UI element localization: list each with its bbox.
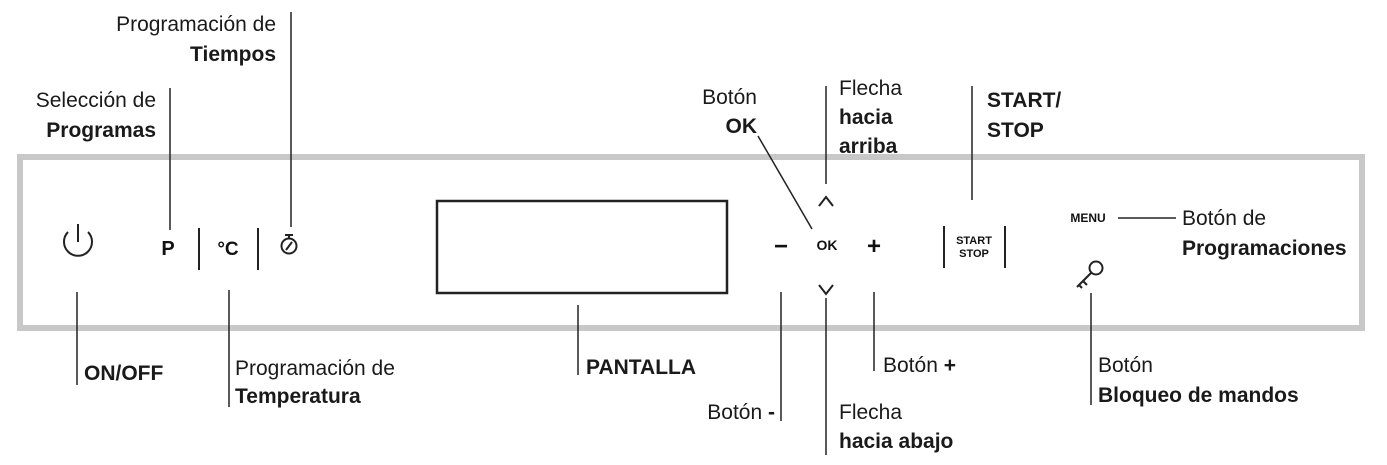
callout-tiempos-line2: Tiempos xyxy=(190,43,276,66)
callout-flecha-arriba-line3: arriba xyxy=(839,135,898,158)
plus-button[interactable]: + xyxy=(867,233,881,260)
control-panel-frame xyxy=(17,154,1365,331)
menu-button[interactable]: MENU xyxy=(1070,211,1105,225)
display-screen xyxy=(435,199,729,295)
start-stop-button[interactable]: START STOP xyxy=(943,226,1006,268)
start-stop-top-text: START xyxy=(956,235,992,247)
arrow-up-button[interactable] xyxy=(818,195,834,207)
callout-boton-menos-symbol: - xyxy=(768,401,775,424)
callout-flecha-abajo-line2: hacia abajo xyxy=(839,430,953,453)
key-icon[interactable] xyxy=(1076,260,1104,289)
power-icon[interactable] xyxy=(63,224,93,257)
callout-seleccion-line2: Programas xyxy=(46,119,156,142)
callout-seleccion-line1: Selección de xyxy=(36,89,156,112)
callout-start-stop-line1: START/ xyxy=(987,89,1061,112)
timer-icon[interactable] xyxy=(280,234,298,255)
callout-boton-mas: Botón + xyxy=(883,354,956,377)
callout-start-stop-line2: STOP xyxy=(987,119,1044,142)
callout-boton-menos: Botón - xyxy=(707,401,775,424)
leader-lines xyxy=(76,12,1176,455)
callout-boton-mas-prefix: Botón xyxy=(883,354,944,377)
callout-programaciones-line2: Programaciones xyxy=(1182,237,1347,260)
callout-flecha-arriba-line1: Flecha xyxy=(839,77,902,100)
callout-ok-line2: OK xyxy=(726,115,758,138)
callout-boton-mas-symbol: + xyxy=(944,354,956,377)
start-stop-bottom-text: STOP xyxy=(959,248,989,260)
callout-flecha-abajo-line1: Flecha xyxy=(839,401,902,424)
callout-pantalla: PANTALLA xyxy=(586,356,696,379)
minus-button[interactable]: − xyxy=(774,233,788,260)
arrow-down-button[interactable] xyxy=(818,284,834,296)
temperature-button[interactable]: °C xyxy=(217,239,239,260)
callout-tiempos-line1: Programación de xyxy=(116,13,276,36)
callout-boton-menos-prefix: Botón xyxy=(707,401,768,424)
callout-bloqueo-line2: Bloqueo de mandos xyxy=(1098,384,1299,407)
callout-flecha-arriba-line2: hacia xyxy=(839,106,893,129)
callout-temperatura-line1: Programación de xyxy=(235,357,395,380)
callout-on-off: ON/OFF xyxy=(84,362,163,385)
callout-temperatura-line2: Temperatura xyxy=(235,385,361,408)
callout-programaciones-line1: Botón de xyxy=(1182,207,1266,230)
program-button[interactable]: P xyxy=(161,238,174,260)
callout-bloqueo-line1: Botón xyxy=(1098,354,1153,377)
ok-button[interactable]: OK xyxy=(817,237,838,253)
callout-ok-line1: Botón xyxy=(702,86,757,109)
